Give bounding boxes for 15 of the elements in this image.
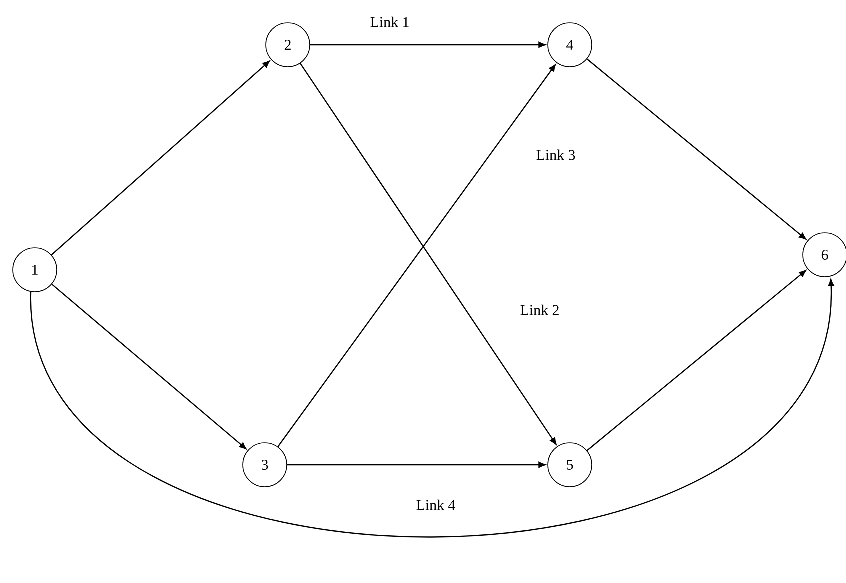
circle-node: 4 — [548, 22, 592, 68]
edge-label: Link 3 — [535, 148, 577, 162]
edge-label: Link 4 — [415, 498, 457, 512]
arrow — [586, 58, 806, 240]
circle-node: 1 — [12, 248, 58, 292]
circle-node: 2 — [266, 22, 310, 68]
arrow — [310, 42, 546, 48]
edge-label: Link 1 — [369, 16, 411, 28]
circle-node: 3 — [242, 442, 288, 488]
edge-label: Link 2 — [519, 304, 561, 316]
arrow — [52, 284, 247, 450]
arrow — [51, 60, 270, 256]
arrow — [287, 462, 546, 468]
circle-node: 5 — [548, 442, 592, 488]
arrow — [586, 270, 806, 452]
